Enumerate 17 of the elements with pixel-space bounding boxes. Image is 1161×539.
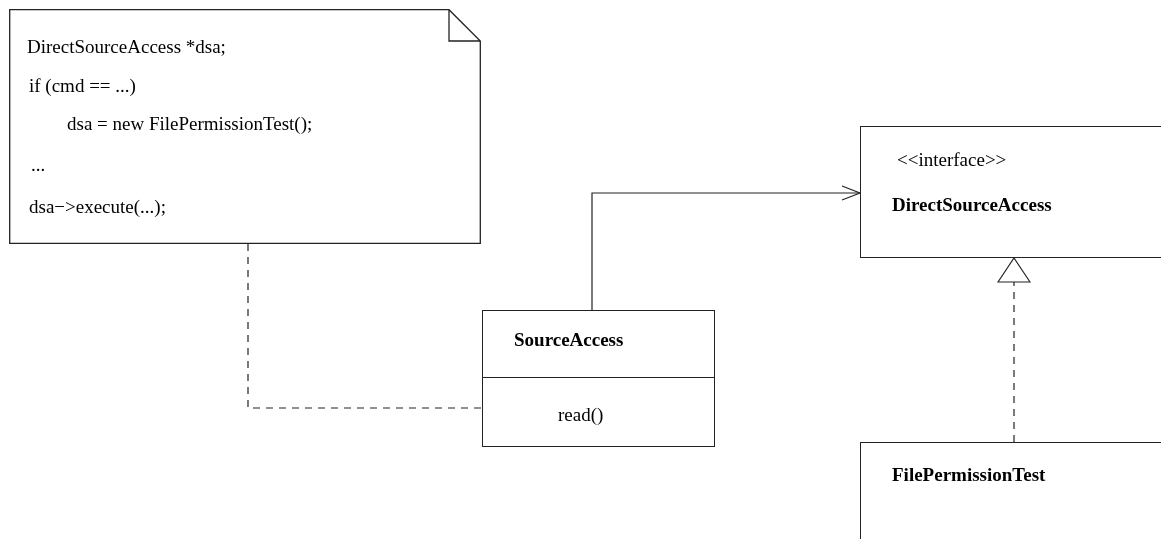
- code-line: dsa = new FilePermissionTest();: [67, 113, 313, 135]
- code-line: if (cmd == ...): [29, 75, 136, 97]
- class-box: [860, 442, 1161, 539]
- stereotype-label: <<interface>>: [897, 149, 1007, 171]
- class-box: [482, 310, 715, 447]
- class-box: [860, 126, 1161, 258]
- note-box: [9, 9, 481, 244]
- method-name: read(): [558, 404, 604, 426]
- arrow: [591, 185, 861, 311]
- code-line: DirectSourceAccess *dsa;: [27, 36, 226, 58]
- code-line: ...: [31, 154, 46, 176]
- dashed-connector: [247, 243, 483, 409]
- dashed-connector: [997, 257, 1031, 443]
- code-line: dsa−>execute(...);: [29, 196, 166, 218]
- class-name: SourceAccess: [514, 329, 624, 351]
- class-name: DirectSourceAccess: [892, 194, 1052, 216]
- class-name: FilePermissionTest: [892, 464, 1046, 486]
